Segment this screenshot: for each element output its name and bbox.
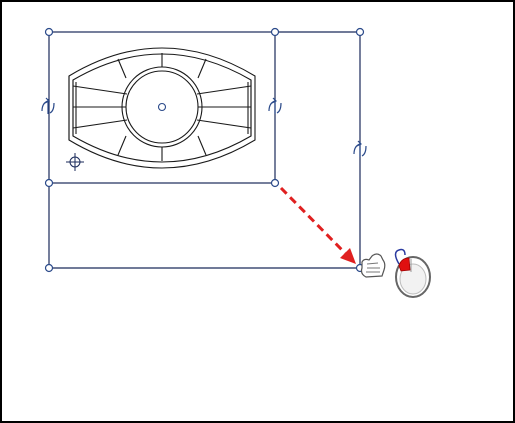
spoke-bottom-left [117, 135, 127, 156]
mouse-left-click-icon [394, 248, 431, 298]
spoke-left-lower [72, 119, 128, 129]
spoke-top-right [197, 58, 207, 79]
flip-arrow-icon[interactable] [353, 140, 367, 157]
circle-grip-icon[interactable] [44, 263, 54, 273]
basin-symbol[interactable] [68, 47, 256, 169]
basin-outer-outline [68, 47, 256, 169]
spoke-left-upper [72, 85, 128, 95]
grab-hand-icon [360, 253, 386, 278]
circle-grip-icon[interactable] [355, 27, 365, 37]
flip-arrow-icon[interactable] [268, 97, 282, 114]
circle-grip-icon[interactable] [44, 27, 54, 37]
circle-grip-icon[interactable] [270, 27, 280, 37]
flip-arrow-icon[interactable] [41, 97, 55, 114]
circle-grip-icon[interactable] [44, 178, 54, 188]
move-crosshair-icon[interactable] [66, 153, 84, 171]
drag-direction-arrow [279, 186, 356, 264]
spoke-bottom-right [197, 135, 207, 156]
center-point [157, 102, 167, 112]
spoke-right-lower [196, 119, 252, 129]
spoke-top-left [117, 58, 127, 79]
spoke-right-upper [196, 85, 252, 95]
circle-grip-icon[interactable] [270, 178, 280, 188]
